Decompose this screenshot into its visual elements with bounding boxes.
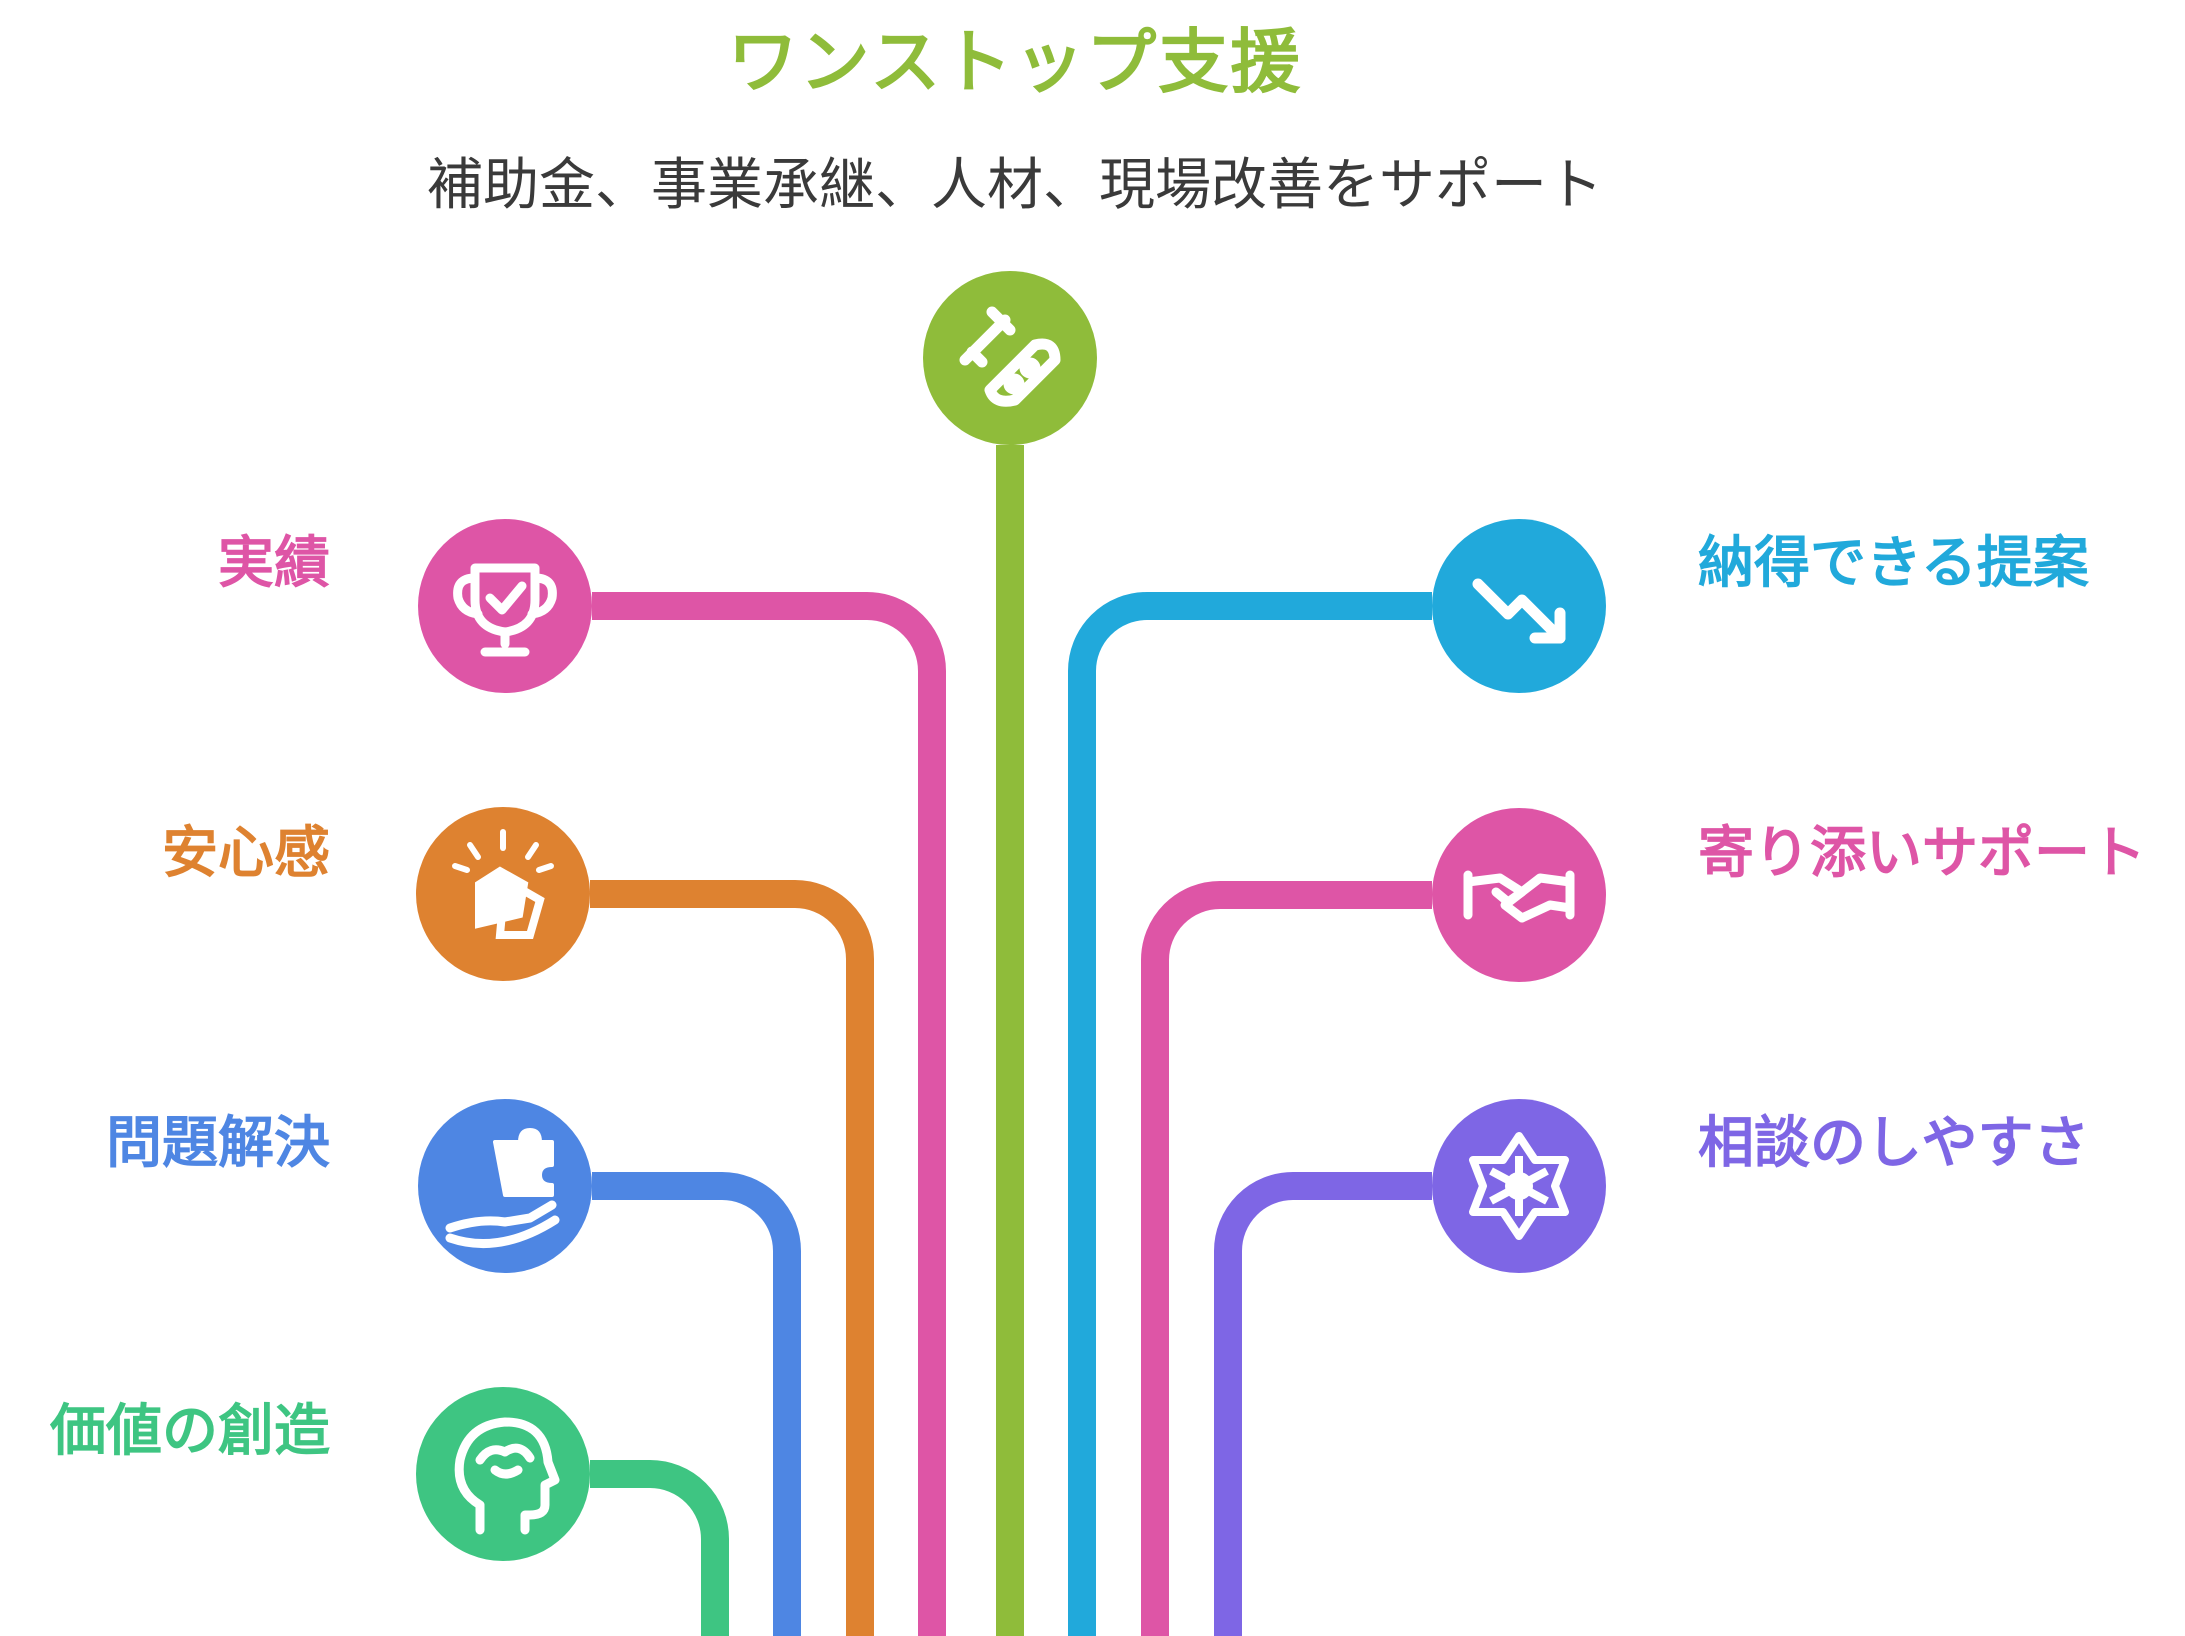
label-right-3: 相談のしやすさ: [1698, 1111, 2090, 1176]
handshake-icon: [1463, 870, 1575, 923]
node-left-3: [418, 1099, 592, 1273]
branch-line-right-2: [1141, 881, 1432, 1636]
node-left-2: [416, 807, 590, 981]
branch-line-right-3: [1214, 1172, 1432, 1636]
label-right-1: 納得できる提案: [1698, 531, 2089, 596]
node-right-1: [1432, 519, 1606, 693]
branch-line-right-1: [1068, 592, 1432, 1636]
branch-line-left-1: [592, 592, 946, 1636]
branch-line-left-4: [590, 1460, 729, 1636]
node-right-3: [1432, 1099, 1606, 1273]
shield-glow-icon: [452, 829, 554, 939]
flower-network-icon: [1469, 1132, 1569, 1240]
branch-line-left-2: [590, 880, 874, 1636]
head-brain-icon: [454, 1417, 560, 1535]
diagram-subtitle: 補助金、事業承継、人材、現場改善をサポート: [427, 153, 1603, 218]
trend-down-arrow-icon: [1472, 578, 1566, 644]
label-left-4: 価値の創造: [50, 1399, 330, 1464]
branch-line-left-3: [592, 1172, 801, 1636]
node-right-2: [1432, 808, 1606, 982]
label-right-2: 寄り添いサポート: [1698, 821, 2146, 886]
label-left-3: 問題解決: [106, 1111, 330, 1176]
node-left-1: [418, 519, 592, 693]
wrench-tools-icon: [959, 306, 1061, 407]
label-left-2: 安心感: [162, 821, 330, 886]
label-left-1: 実績: [218, 531, 330, 596]
node-left-4: [416, 1387, 590, 1561]
trophy-check-icon: [453, 563, 557, 657]
diagram-title: ワンストップ支援: [727, 21, 1303, 103]
puzzle-hand-icon: [445, 1128, 560, 1248]
hub-node: [923, 271, 1097, 445]
